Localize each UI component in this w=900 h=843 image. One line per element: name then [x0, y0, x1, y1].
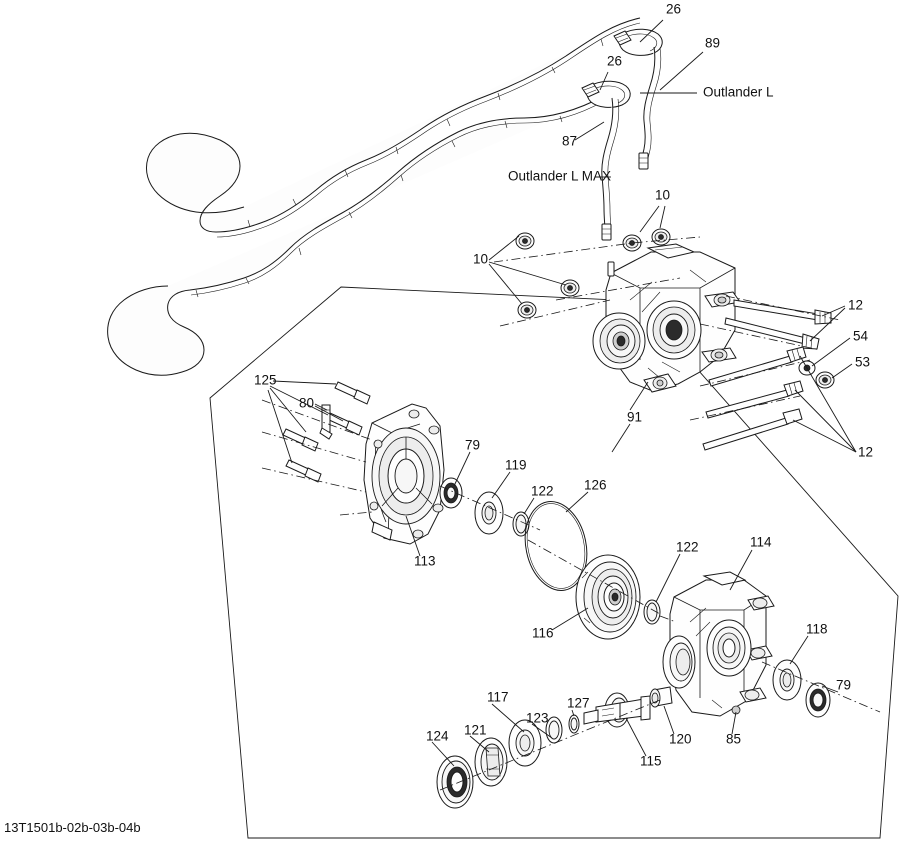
footer-diagram-code: 13T1501b-02b-03b-04b [4, 820, 141, 835]
variant-label-outlander-l-max: Outlander L MAX [508, 169, 611, 184]
callout-number: 122 [676, 540, 699, 555]
callout-number: 120 [669, 732, 692, 747]
nut-10-c [515, 232, 535, 250]
actuator-shaft-115 [583, 692, 651, 728]
dowel-pin-80 [319, 404, 333, 440]
oil-seal-124 [436, 755, 474, 809]
callout-number: 12 [858, 445, 873, 460]
differential-cover-113 [363, 403, 445, 545]
vent-hose-group [107, 17, 663, 376]
callout-number: 119 [505, 458, 527, 473]
nut-10-a [622, 234, 642, 252]
bolt-12-a [733, 299, 832, 325]
long-bolts-12 [689, 295, 841, 451]
vent-tube-89-down [638, 46, 662, 170]
callout-number: 124 [426, 729, 449, 744]
callout-number: 79 [836, 678, 851, 693]
callout-number: 10 [473, 252, 488, 267]
vent-tube-87-down [601, 97, 620, 241]
callout-number: 118 [806, 622, 828, 637]
bearing-cage-121 [474, 737, 508, 787]
differential-assembly-91 [592, 243, 741, 393]
oil-seal-79-right [805, 682, 831, 718]
vent-hose-87 [107, 95, 605, 376]
bolt-12-b [724, 317, 820, 350]
callout-number: 122 [531, 484, 554, 499]
differential-housing-114 [662, 571, 775, 717]
stud-bolts-125 [282, 381, 371, 483]
o-ring-126 [524, 501, 588, 591]
callout-number: 54 [853, 329, 869, 344]
hose-clip-26-upper [613, 28, 663, 56]
callout-number: 116 [532, 626, 554, 641]
callout-number: 10 [655, 188, 670, 203]
callout-number: 125 [254, 373, 277, 388]
leader-lines [267, 19, 857, 767]
callout-number: 114 [750, 535, 772, 550]
nut-10-e [517, 301, 537, 319]
bushing-120 [649, 686, 673, 708]
oil-seal-79-left [439, 477, 463, 509]
stud-125-a [334, 381, 371, 405]
callout-number: 117 [487, 690, 509, 705]
stud-125-c [282, 428, 319, 452]
callout-number: 85 [726, 732, 741, 747]
callout-number: 87 [562, 134, 577, 149]
detail-view-outline [209, 286, 899, 839]
nut-10-b [651, 228, 671, 246]
callout-number: 12 [848, 298, 863, 313]
callout-labels: 26 26 89 87 10 10 12 54 53 12 91 125 80 … [254, 2, 873, 769]
hose-clip-26-lower [581, 80, 631, 108]
stud-125-b [326, 412, 363, 436]
variant-labels: Outlander L Outlander L MAX [508, 85, 774, 184]
variant-label-outlander-l: Outlander L [703, 85, 774, 100]
callout-number: 89 [705, 36, 720, 51]
callout-number: 26 [607, 54, 622, 69]
bearing-119 [474, 491, 504, 535]
nut-53 [815, 371, 835, 389]
flange-nuts-10 [493, 228, 701, 327]
vent-hose-89 [145, 17, 641, 238]
centerline-axes [261, 399, 881, 791]
callout-number: 121 [464, 723, 487, 738]
ring-gear-116 [575, 554, 641, 640]
bearing-race-118 [772, 659, 802, 701]
callout-number: 26 [666, 2, 681, 17]
bearing-117 [508, 719, 542, 767]
shim-ring-122-lower [643, 599, 661, 625]
callout-number: 53 [855, 355, 870, 370]
callout-number: 91 [627, 410, 642, 425]
callout-number: 123 [526, 711, 549, 726]
callout-number: 127 [567, 696, 590, 711]
callout-number: 80 [299, 396, 314, 411]
stud-125-d [285, 459, 322, 483]
callout-number: 115 [640, 754, 662, 769]
nut-10-d [560, 279, 580, 297]
callout-number: 126 [584, 478, 607, 493]
callout-number: 113 [414, 554, 436, 569]
snap-ring-127 [568, 714, 580, 734]
bolt-12-e [702, 408, 803, 451]
callout-number: 79 [465, 438, 480, 453]
